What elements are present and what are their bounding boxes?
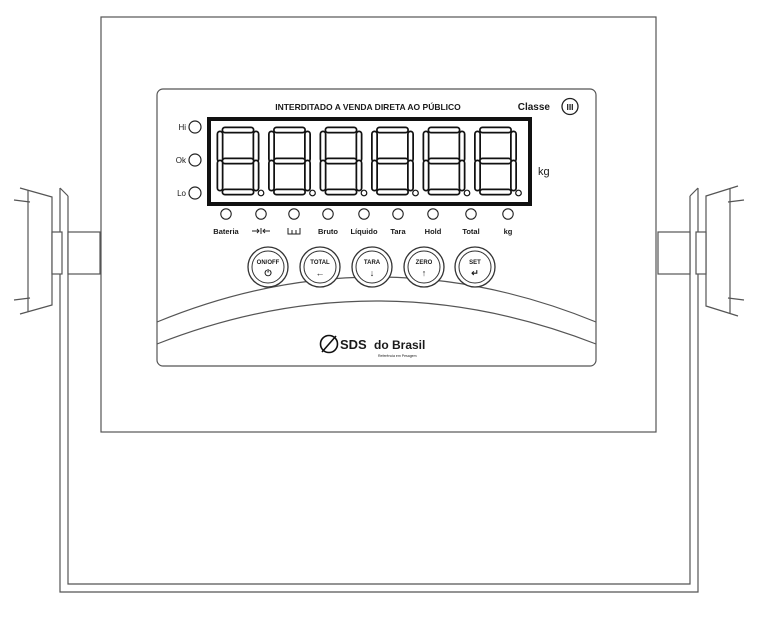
svg-text:Hi: Hi: [178, 123, 186, 132]
warning-header: INTERDITADO A VENDA DIRETA AO PÚBLICO: [275, 101, 461, 112]
led-lo: Lo: [177, 186, 202, 200]
arrow-up-icon: ↑: [422, 268, 427, 278]
unit-label: kg: [538, 166, 550, 178]
led-hi: Hi: [178, 120, 202, 134]
indicator-zero-bracket-icon: [287, 208, 301, 235]
brand-logo: SDS do Brasil Referência em Pesagem: [319, 334, 425, 358]
digit-2: [268, 126, 316, 197]
arrow-left-icon: ←: [316, 268, 325, 278]
indicator-total: Total: [462, 208, 480, 236]
indicator-lquido: Líquido: [350, 208, 378, 236]
total-button-label: TOTAL: [310, 260, 330, 266]
decimal-point: [309, 189, 316, 197]
decimal-point: [463, 189, 471, 197]
indicator-tara: Tara: [390, 208, 406, 236]
led-ok: Ok: [176, 153, 202, 167]
svg-text:Referência em Pesagem: Referência em Pesagem: [378, 354, 417, 358]
digit-3: [319, 126, 368, 197]
indicator-hold: Hold: [425, 208, 442, 236]
accuracy-class-label: Classe: [518, 102, 551, 113]
seven-segment-digits: [216, 126, 522, 197]
tara-button[interactable]: TARA ↓: [351, 246, 393, 288]
svg-text:Hold: Hold: [425, 227, 442, 236]
indicator-led-row: Bateria Bruto Líquido Tara Hold Total kg: [213, 208, 514, 236]
svg-text:Bruto: Bruto: [318, 227, 338, 236]
onoff-button-label: ON/OFF: [257, 260, 280, 266]
indicator-bruto: Bruto: [318, 208, 338, 236]
digit-5: [422, 126, 471, 197]
svg-text:Líquido: Líquido: [350, 227, 377, 236]
svg-text:kg: kg: [504, 227, 513, 236]
svg-text:Bateria: Bateria: [213, 227, 239, 236]
total-button[interactable]: TOTAL ←: [299, 246, 341, 288]
decimal-point: [360, 189, 368, 197]
set-button-label: SET: [469, 260, 481, 266]
digit-6: [474, 126, 522, 197]
left-mounting-knob: [13, 187, 101, 315]
indicator-kg: kg: [502, 208, 514, 236]
tara-button-label: TARA: [364, 260, 381, 266]
zero-button[interactable]: ZERO ↑: [403, 246, 445, 288]
svg-text:III: III: [566, 102, 573, 112]
enter-icon: ↵: [471, 268, 479, 278]
svg-text:Total: Total: [462, 227, 479, 236]
power-icon: ⏻: [264, 268, 272, 278]
right-mounting-knob: [657, 185, 745, 317]
accuracy-class-badge: III: [561, 97, 579, 116]
mounting-stand: [59, 187, 699, 593]
zero-bracket-icon: [287, 228, 301, 235]
digit-1: [216, 126, 265, 197]
decimal-point: [412, 189, 419, 197]
svg-text:Tara: Tara: [390, 227, 406, 236]
svg-text:do Brasil: do Brasil: [374, 338, 425, 352]
indicator-stable-arrows-icon: [252, 208, 270, 234]
decimal-point: [257, 189, 265, 197]
onoff-button[interactable]: ON/OFF ⏻: [247, 246, 289, 288]
svg-text:Ok: Ok: [176, 156, 187, 165]
digit-4: [371, 126, 419, 197]
decimal-point: [515, 189, 522, 197]
svg-text:SDS: SDS: [340, 337, 367, 352]
arrow-down-icon: ↓: [370, 268, 375, 278]
zero-button-label: ZERO: [416, 260, 433, 266]
indicator-bateria: Bateria: [213, 208, 240, 236]
set-button[interactable]: SET ↵: [454, 246, 496, 288]
keypad: ON/OFF ⏻ TOTAL ← TARA ↓ ZERO ↑ SET ↵: [247, 246, 496, 288]
svg-text:Lo: Lo: [177, 189, 186, 198]
stable-arrows-icon: [252, 228, 270, 234]
